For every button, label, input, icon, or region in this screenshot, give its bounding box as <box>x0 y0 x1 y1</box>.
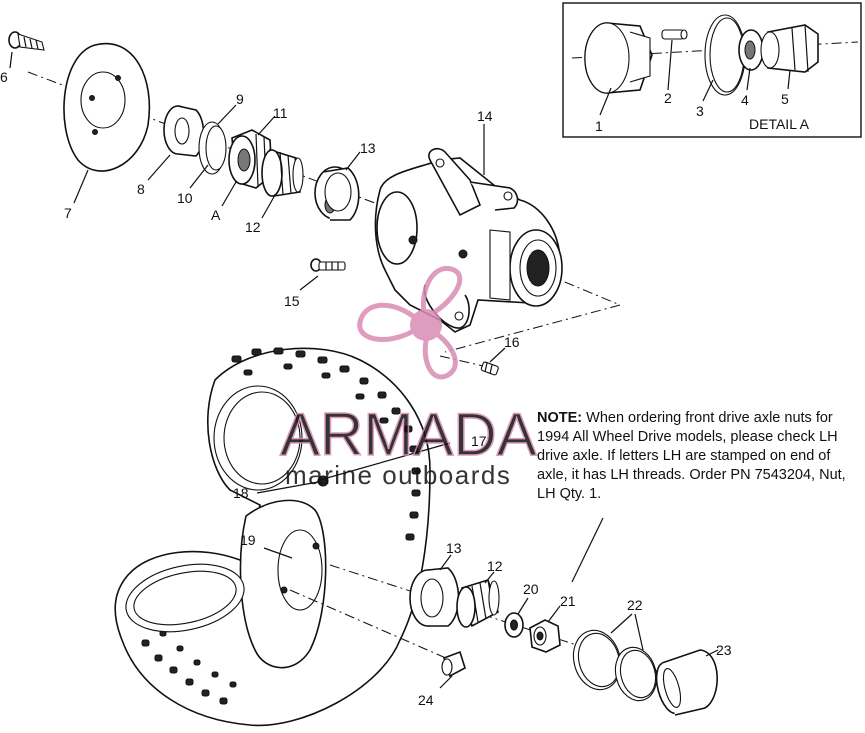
label-13-lower: 13 <box>446 540 462 556</box>
label-17: 17 <box>471 433 487 449</box>
propeller-logo <box>357 265 463 380</box>
axle-washer-part <box>504 612 524 638</box>
label-9: 9 <box>236 91 244 107</box>
note-heading: NOTE: <box>537 410 583 426</box>
label-23: 23 <box>716 642 732 658</box>
label-18: 18 <box>233 485 249 501</box>
label-19: 19 <box>240 532 256 548</box>
caliper-bolt-part <box>480 361 499 376</box>
tire-wheel-part <box>114 347 431 727</box>
axle-nut-part <box>529 619 561 653</box>
label-7: 7 <box>64 205 72 221</box>
detail-hub-part <box>584 22 653 94</box>
bearing-race-lower-part <box>409 567 460 627</box>
label-14: 14 <box>477 108 493 124</box>
detail-label-2: 2 <box>664 90 672 106</box>
label-16: 16 <box>504 334 520 350</box>
label-12-upper: 12 <box>245 219 261 235</box>
brake-disc-part <box>63 42 151 172</box>
steering-knuckle-part <box>374 148 563 333</box>
seal-part <box>163 105 205 157</box>
bearing-race-part <box>314 166 360 221</box>
watermark-brand: ARMADA <box>280 401 537 468</box>
label-10: 10 <box>177 190 193 206</box>
detail-title: DETAIL A <box>749 116 810 132</box>
hub-bolt-part <box>310 258 346 272</box>
detail-label-4: 4 <box>741 92 749 108</box>
detail-cotter-pin <box>661 29 688 40</box>
label-24: 24 <box>418 692 434 708</box>
armada-watermark: ARMADA marine outboards <box>279 265 537 490</box>
leader-17 <box>319 442 451 481</box>
lug-nut-part <box>441 650 466 678</box>
label-8: 8 <box>137 181 145 197</box>
label-20: 20 <box>523 581 539 597</box>
watermark-tagline: marine outboards <box>285 460 511 490</box>
label-a: A <box>211 207 221 223</box>
label-22: 22 <box>627 597 643 613</box>
detail-washer <box>738 29 764 71</box>
label-11: 11 <box>273 105 288 121</box>
detail-label-1: 1 <box>595 118 603 134</box>
detail-castle-nut <box>760 24 819 73</box>
dust-cap-part <box>655 649 718 716</box>
ordering-note: NOTE: When ordering front drive axle nut… <box>537 409 862 504</box>
roller-bearing-lower-part <box>456 579 500 628</box>
detail-label-5: 5 <box>781 91 789 107</box>
label-13-upper: 13 <box>360 140 376 156</box>
label-21: 21 <box>560 593 576 609</box>
bolt-part <box>8 31 45 51</box>
detail-a-inset: 1 2 3 4 5 DETAIL A <box>562 2 862 138</box>
label-12-lower: 12 <box>487 558 503 574</box>
roller-bearing-part <box>261 148 304 197</box>
detail-label-3: 3 <box>696 103 704 119</box>
note-body: When ordering front drive axle nuts for … <box>537 410 846 502</box>
label-6: 6 <box>0 69 8 85</box>
label-15: 15 <box>284 293 300 309</box>
